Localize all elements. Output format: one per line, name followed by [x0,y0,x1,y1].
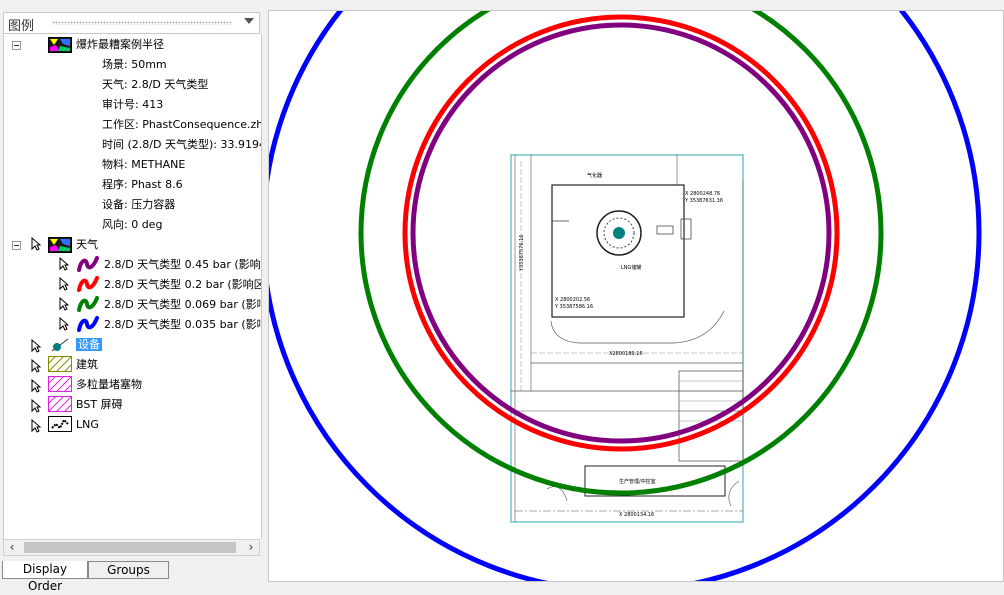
lng-layer-label[interactable]: LNG [76,418,99,431]
zone-0.035bar-circle [269,11,982,581]
pointer-icon[interactable] [31,379,41,393]
horizontal-scrollbar[interactable]: ‹ › [3,539,260,556]
zone-0.2bar-circle [402,14,840,452]
pointer-icon[interactable] [31,237,41,251]
legend-tabs: Display Order Groups [0,559,262,593]
coord-label: X 2800202.56 [555,297,590,303]
scroll-right-icon[interactable]: › [248,540,254,554]
tab-groups[interactable]: Groups [88,561,169,579]
detail-time: 时间 (2.8/D 天气类型): 33.9194 s [102,138,262,151]
series-label[interactable]: 2.8/D 天气类型 0.2 bar (影响区) [104,278,262,291]
building-layer-label[interactable]: 建筑 [76,358,98,371]
legend-panel: 图例 爆炸最糟案例半径 场景: 50mm 天气: 2.8/D 天气类型 审计号:… [0,0,262,593]
legend-tree: 爆炸最糟案例半径 场景: 50mm 天气: 2.8/D 天气类型 审计号: 41… [3,34,262,539]
pointer-icon[interactable] [31,359,41,373]
coord-label: Y 35387586.16 [554,304,593,310]
detail-scenario: 场景: 50mm [102,58,167,71]
series-swatch-purple-icon [77,256,99,272]
series-label[interactable]: 2.8/D 天气类型 0.069 bar (影响区) [104,298,261,311]
zone-0.069bar-circle [358,11,884,496]
series-label[interactable]: 2.8/D 天气类型 0.035 bar (影响区) [104,318,261,331]
scrollbar-thumb[interactable] [24,542,236,553]
pointer-icon[interactable] [31,339,41,353]
detail-workspace: 工作区: PhastConsequence.zh-CHS [102,118,261,131]
detail-program: 程序: Phast 8.6 [102,178,183,191]
detail-equipment: 设备: 压力容器 [102,198,176,211]
collapse-weather-toggle[interactable] [12,241,21,250]
coord-label: X 2800248.76 [685,191,720,197]
obstruction-layer-label[interactable]: 多粒量堵塞物 [76,378,142,391]
detail-material: 物料: METHANE [102,158,186,171]
pointer-icon[interactable] [59,317,69,331]
weather-group-icon [48,237,72,253]
pointer-icon[interactable] [59,277,69,291]
pointer-icon[interactable] [31,399,41,413]
panel-grip[interactable] [52,21,232,25]
building-hatch-icon [48,356,72,372]
bst-layer-label[interactable]: BST 屏碍 [76,398,123,411]
coord-label: X2800189.16 [609,351,643,357]
root-label[interactable]: 爆炸最糟案例半径 [76,38,164,51]
small-label: 气化器 [587,172,602,179]
series-swatch-blue-icon [77,316,99,332]
scroll-left-icon[interactable]: ‹ [9,540,15,554]
detail-wind: 风向: 0 deg [102,218,163,231]
series-swatch-green-icon [77,296,99,312]
site-plan: LNG储罐 X 2800248.76 Y 35387631.36 X 28002… [510,154,744,523]
pointer-icon[interactable] [59,297,69,311]
coord-label: Y35387576.16 [519,235,525,272]
equipment-layer-label[interactable]: 设备 [76,338,102,351]
series-swatch-red-icon [77,276,99,292]
chevron-down-icon[interactable] [244,18,254,24]
map-view[interactable]: LNG储罐 X 2800248.76 Y 35387631.36 X 28002… [268,10,1004,582]
map-drawing[interactable]: LNG储罐 X 2800248.76 Y 35387631.36 X 28002… [269,11,1004,582]
detail-audit: 审计号: 413 [102,98,164,111]
tab-display-order[interactable]: Display Order [2,561,88,593]
detail-weather: 天气: 2.8/D 天气类型 [102,78,209,91]
bst-hatch-icon [48,396,72,412]
building-label: 生产管理/中控室 [619,478,656,485]
pointer-icon[interactable] [31,419,41,433]
zone-0.45bar-circle [410,22,832,444]
pointer-icon[interactable] [59,257,69,271]
collapse-root-toggle[interactable] [12,41,21,50]
equipment-icon [51,338,69,352]
obstruction-hatch-icon [48,376,72,392]
explosion-radius-icon [48,37,72,53]
weather-label[interactable]: 天气 [76,238,98,251]
coord-label: Y 35387631.36 [684,198,723,204]
tank-label: LNG储罐 [621,264,641,271]
legend-title: 图例 [8,19,35,34]
series-label[interactable]: 2.8/D 天气类型 0.45 bar (影响区) [104,258,262,271]
lng-layer-icon [48,416,72,432]
legend-header: 图例 [3,12,260,34]
coord-label: X 2800134.16 [619,512,654,518]
